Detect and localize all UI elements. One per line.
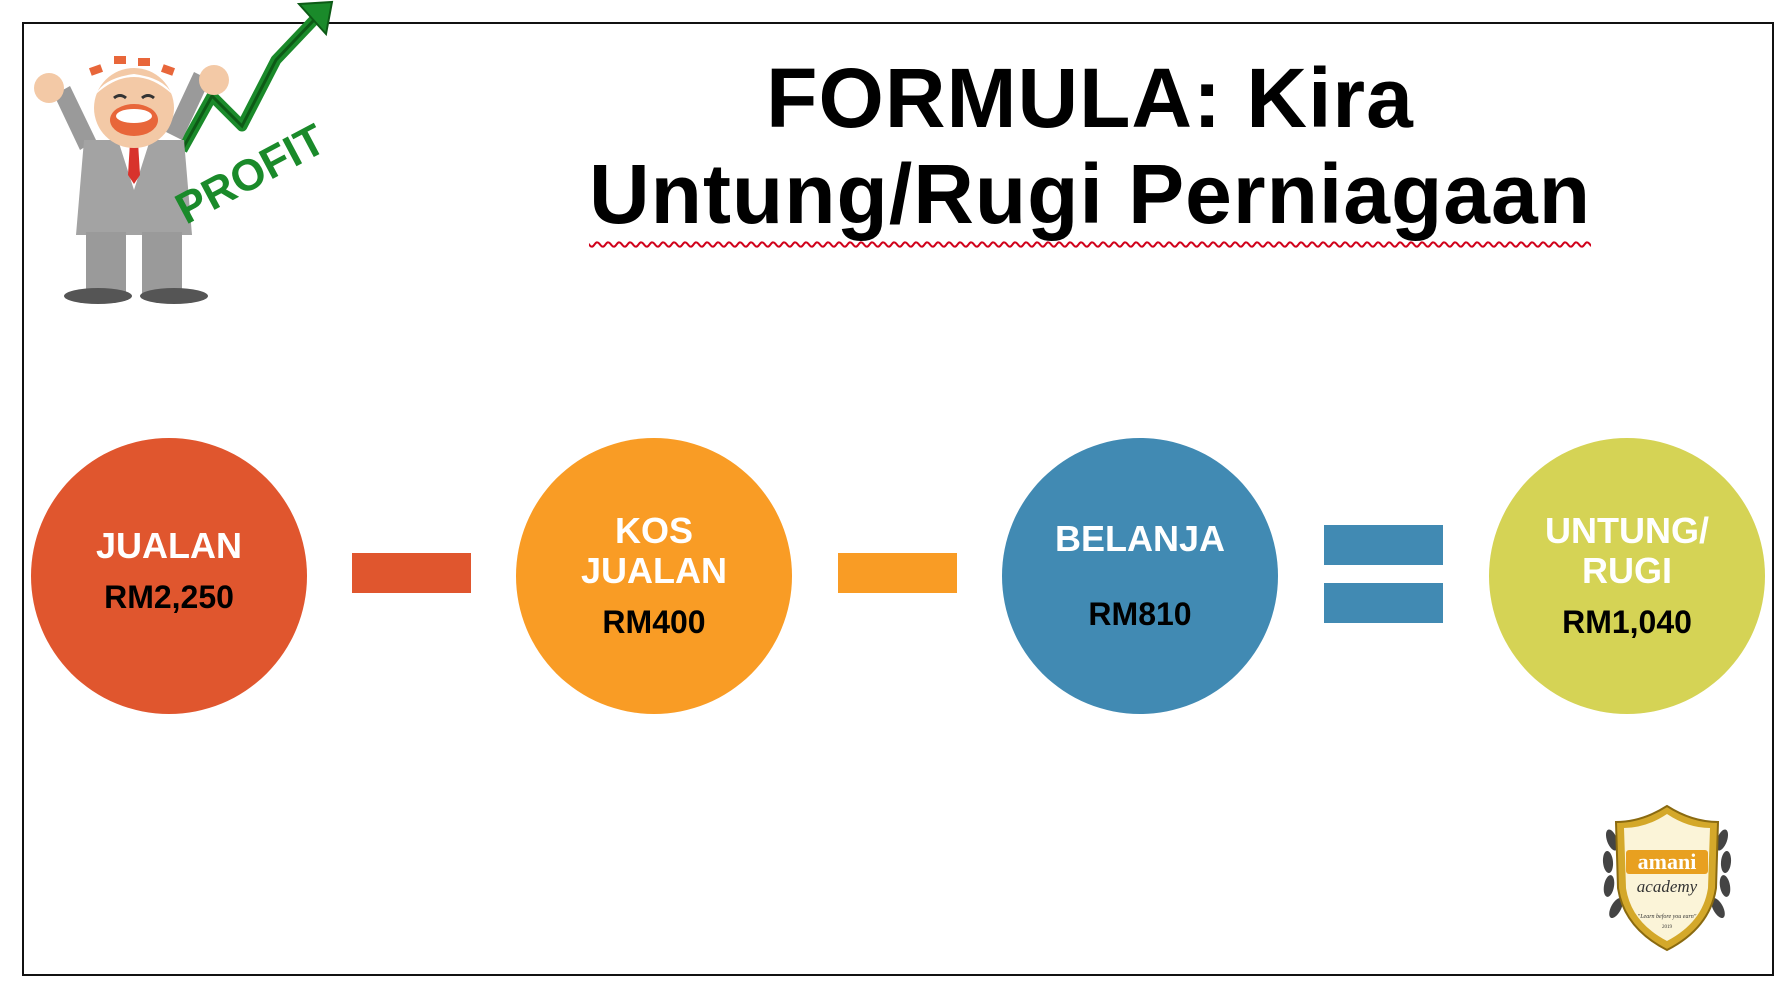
circle-value: RM2,250 [104,578,234,616]
circle-label: KOS JUALAN [581,511,727,591]
title-line2: Untung/Rugi Perniagaan [589,146,1591,242]
circle-label: BELANJA [1055,519,1225,559]
profit-businessman-illustration: PROFIT [14,0,354,310]
circle-label: JUALAN [96,526,242,566]
equals-operator-top [1324,525,1443,565]
logo-sub: academy [1637,877,1698,896]
circle-kos-jualan: KOS JUALAN RM400 [516,438,792,714]
equals-operator-bottom [1324,583,1443,623]
logo-tagline: "Learn before you earn" [1638,913,1697,920]
circle-label: UNTUNG/ RUGI [1545,511,1709,591]
page-title: FORMULA: Kira Untung/Rugi Perniagaan [500,50,1680,242]
circle-value: RM1,040 [1562,603,1692,641]
circle-value: RM400 [602,603,705,641]
circle-belanja: BELANJA RM810 [1002,438,1278,714]
amani-academy-logo: amani academy "Learn before you earn" 20… [1600,800,1734,954]
title-line1: FORMULA: Kira [500,50,1680,146]
minus-operator [352,553,471,593]
logo-brand: amani [1638,849,1697,874]
circle-jualan: JUALAN RM2,250 [31,438,307,714]
logo-year: 2019 [1662,925,1673,930]
minus-operator [838,553,957,593]
circle-value: RM810 [1088,595,1191,633]
circle-untung-rugi: UNTUNG/ RUGI RM1,040 [1489,438,1765,714]
